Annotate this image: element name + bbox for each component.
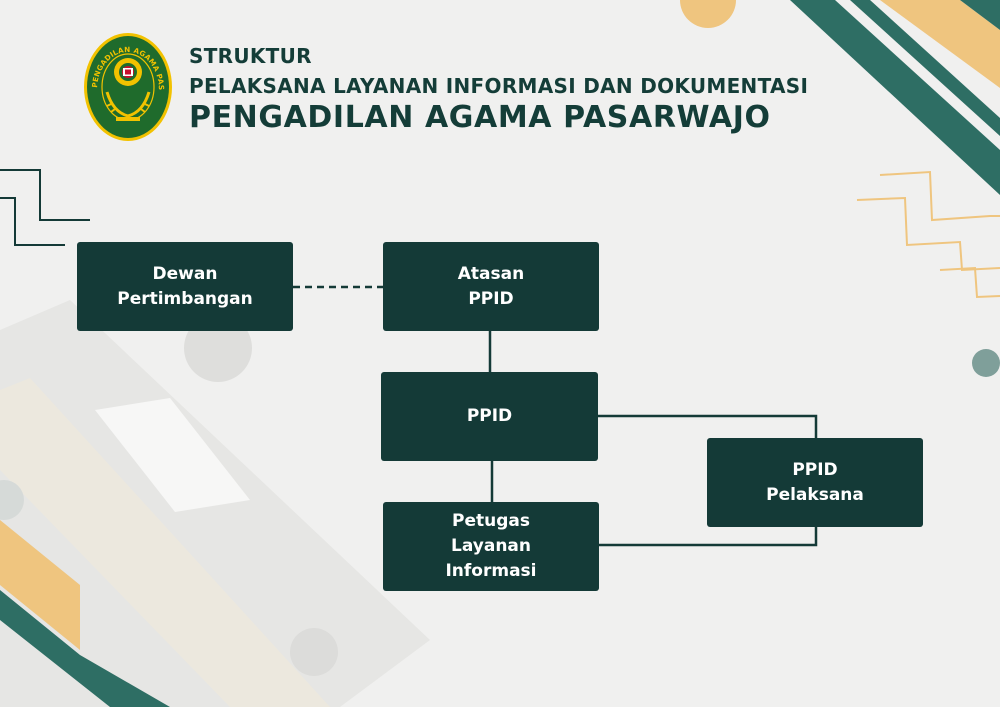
node-label-line: Layanan [450, 536, 531, 556]
node-label-line: Dewan [152, 263, 218, 284]
bg-zigzag [0, 169, 90, 221]
node-ppid-pelaksana: PPID Pelaksana [707, 438, 923, 527]
bg-stripe-teal [960, 0, 1000, 30]
header-title-subtitle: PELAKSANA LAYANAN INFORMASI DAN DOKUMENT… [189, 74, 809, 98]
bg-stripe-white [95, 398, 250, 512]
node-atasan-ppid: Atasan PPID [383, 242, 599, 331]
node-label-line: PPID [466, 406, 513, 426]
bg-stripe-sand [880, 0, 1000, 88]
connector-ppid-pelaksana [598, 414, 818, 438]
node-label-line: PPID [468, 288, 514, 309]
bg-circle-teal [972, 349, 1000, 377]
bg-stripe-sand [0, 520, 80, 650]
node-ppid: PPID [381, 372, 598, 461]
bg-stripe-teal [850, 0, 1000, 136]
bg-circle [290, 628, 338, 676]
bg-zigzag-sand [856, 196, 1000, 272]
bg-circle [184, 314, 252, 382]
connector-petugas-pelaksana [599, 527, 818, 547]
bg-circle [0, 480, 24, 520]
bg-zigzag-sand [879, 170, 1000, 222]
node-label-line: Atasan [457, 263, 525, 284]
bg-stripe-teal [790, 0, 1000, 195]
node-label-line: Informasi [445, 561, 537, 581]
node-label-line: PPID [792, 459, 838, 480]
node-label-line: Pelaksana [766, 484, 864, 505]
node-petugas-layanan-informasi: Petugas Layanan Informasi [383, 502, 599, 591]
bg-stripe-teal [0, 590, 170, 707]
node-dewan-pertimbangan: Dewan Pertimbangan [77, 242, 293, 331]
bg-zigzag [0, 197, 65, 246]
bg-zigzag-sand [939, 266, 1000, 299]
node-label-line: Pertimbangan [117, 288, 253, 309]
court-emblem-icon: PENGADILAN AGAMA PASARWAJO [83, 32, 172, 141]
bg-half-circle [680, 0, 736, 28]
header-title-institution: PENGADILAN AGAMA PASARWAJO [189, 100, 771, 135]
bg-stripe-cream [0, 378, 330, 707]
header-title-struktur: STRUKTUR [189, 44, 312, 68]
node-label-line: Petugas [452, 511, 530, 531]
